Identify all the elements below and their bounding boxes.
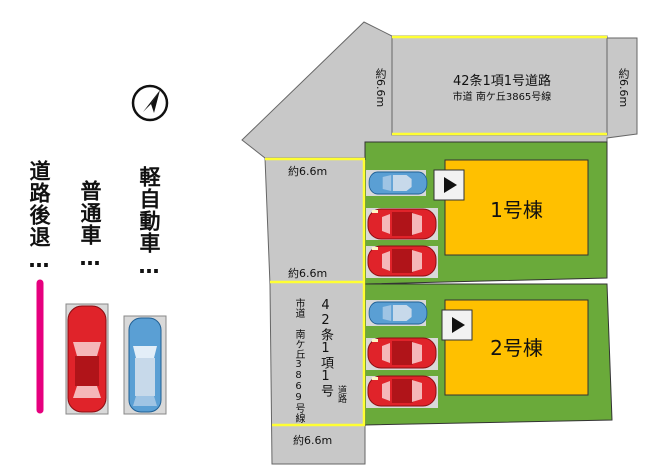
parking-lot-1 — [366, 170, 438, 278]
house-1 — [444, 159, 589, 256]
parking-lot-2 — [366, 300, 438, 408]
entrance-arrow-icon-2 — [441, 309, 473, 341]
road-top-subtitle: 市道 南ケ丘3865号線 — [452, 92, 552, 103]
road-left-subtitle: 市道 南ケ丘3869号線 — [293, 298, 304, 423]
road-top-title: 42条1項1号道路 — [452, 74, 552, 89]
dim-mid-top: 約6.6m — [288, 165, 328, 178]
north-compass-icon — [131, 84, 169, 122]
dim-bottom: 約6.6m — [293, 434, 333, 447]
legend-light: 軽自動車… — [137, 166, 161, 279]
legend-normal: 普通車… — [78, 180, 102, 271]
house-2-label: 2号棟 — [490, 336, 543, 360]
road-left-suffix: 道路 — [336, 385, 346, 403]
legend-normal-car — [65, 303, 109, 415]
dim-mid-mid: 約6.6m — [288, 267, 328, 280]
legend-setback: 道路後退… — [27, 160, 51, 273]
dim-top-right: 約6.6m — [617, 68, 630, 108]
dim-top-left: 約6.6m — [374, 68, 387, 108]
road-left-title: 42条1項1号 — [318, 298, 333, 397]
road-left — [264, 157, 366, 465]
legend-light-car — [123, 315, 167, 415]
entrance-arrow-icon-1 — [433, 169, 465, 201]
house-1-label: 1号棟 — [490, 198, 543, 222]
